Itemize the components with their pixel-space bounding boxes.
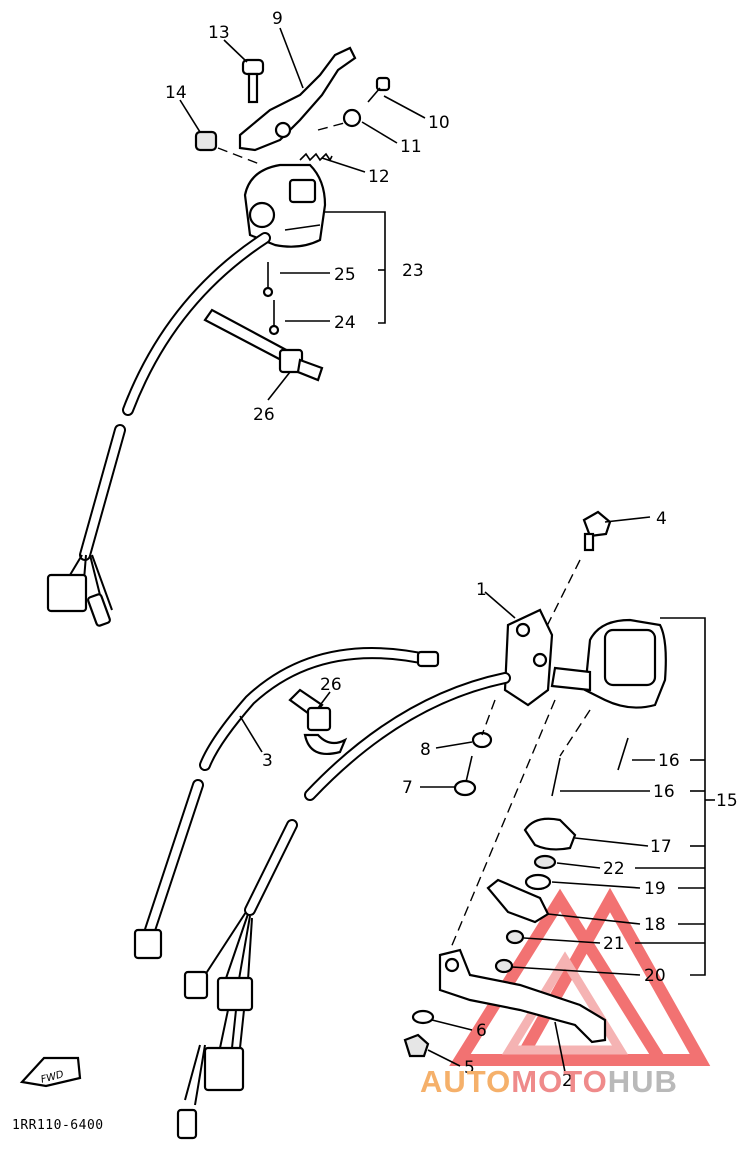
right-switch-housing <box>550 618 667 709</box>
label-16b: 16 <box>653 782 675 802</box>
cable-guide-17 <box>523 817 577 851</box>
cable-tie-top <box>203 308 324 382</box>
clutch-lever <box>238 46 357 152</box>
label-1: 1 <box>476 580 487 600</box>
screw-24 <box>268 300 280 336</box>
label-8: 8 <box>420 740 431 760</box>
screw-16a <box>617 737 629 771</box>
label-23: 23 <box>402 261 424 281</box>
washer-6 <box>411 1009 435 1025</box>
label-11: 11 <box>400 137 422 157</box>
label-18: 18 <box>644 915 666 935</box>
washer-8 <box>471 731 493 749</box>
nut-5 <box>403 1033 430 1058</box>
throttle-wire-harness <box>176 672 511 1140</box>
watermark-moto: MOTO <box>511 1064 608 1099</box>
watermark-auto: AUTO <box>420 1064 512 1099</box>
label-25: 25 <box>334 265 356 285</box>
spring <box>299 152 333 162</box>
bolt-7 <box>453 755 477 797</box>
label-10: 10 <box>428 113 450 133</box>
nut <box>194 130 218 152</box>
cable-3 <box>133 647 440 960</box>
label-2: 2 <box>562 1071 573 1091</box>
washer-20 <box>494 958 514 974</box>
nut-11 <box>342 108 362 128</box>
label-17: 17 <box>650 837 672 857</box>
watermark-hub: HUB <box>607 1064 678 1099</box>
brake-lever <box>438 948 607 1044</box>
label-21: 21 <box>603 934 625 954</box>
label-5: 5 <box>464 1058 475 1078</box>
label-6: 6 <box>476 1021 487 1041</box>
left-switch-cable <box>46 232 271 627</box>
label-16a: 16 <box>658 751 680 771</box>
bolt-4 <box>582 510 612 552</box>
label-20: 20 <box>644 966 666 986</box>
label-13: 13 <box>208 23 230 43</box>
label-4: 4 <box>656 509 667 529</box>
label-19: 19 <box>644 879 666 899</box>
left-switch-housing <box>243 163 327 248</box>
callout-labels: 13 9 14 10 11 12 23 25 24 26 4 1 26 3 8 … <box>165 9 738 1091</box>
label-9: 9 <box>272 9 283 29</box>
label-12: 12 <box>368 167 390 187</box>
washer-22 <box>533 854 557 870</box>
lever-bolt <box>241 58 265 104</box>
washer-19 <box>524 873 552 891</box>
label-26-bottom: 26 <box>320 675 342 695</box>
label-7: 7 <box>402 778 413 798</box>
screw-10 <box>367 76 391 103</box>
cable-tie-bottom <box>288 688 348 756</box>
fwd-arrow-icon: FWD <box>19 1056 82 1088</box>
washer-21 <box>505 929 525 945</box>
lever-holder <box>503 608 554 707</box>
screw-25 <box>262 262 274 298</box>
watermark-text: AUTOMOTOHUB <box>420 1064 678 1100</box>
label-15: 15 <box>716 791 738 811</box>
label-3: 3 <box>262 751 273 771</box>
screw-16b <box>551 757 561 797</box>
leader-lines <box>179 27 715 1073</box>
label-22: 22 <box>603 859 625 879</box>
label-26-top: 26 <box>253 405 275 425</box>
assembly-lines <box>217 121 591 951</box>
drawing-code: 1RR110-6400 <box>12 1118 104 1133</box>
label-24: 24 <box>334 313 356 333</box>
label-14: 14 <box>165 83 187 103</box>
